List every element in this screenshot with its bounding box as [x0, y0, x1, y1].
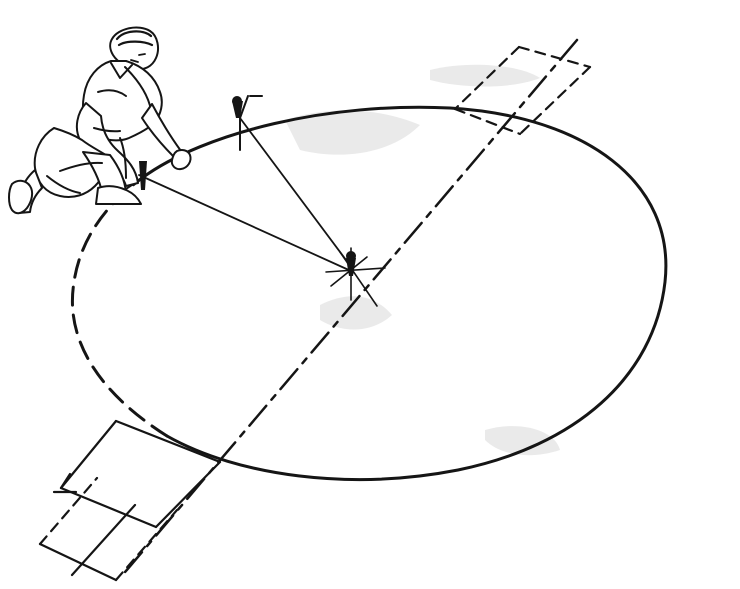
upper-strip	[455, 47, 590, 134]
lower-strip	[40, 421, 220, 580]
